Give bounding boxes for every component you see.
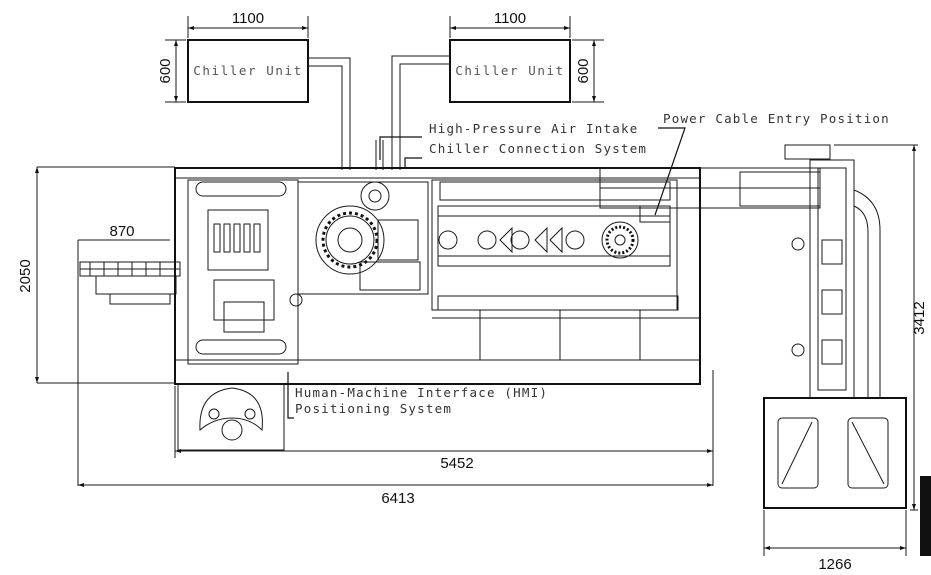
callout-leaders [287, 127, 686, 419]
feeder-module: 870 [77, 223, 181, 486]
chiller-1-width-dim: 1100 [232, 10, 264, 27]
feeder-width-dim: 870 [109, 223, 134, 240]
left-height-dim: 2050 [17, 166, 175, 384]
chiller-pipes [308, 55, 450, 170]
main-length-value: 5452 [440, 455, 473, 472]
chiller-2-width-dim: 1100 [494, 10, 526, 27]
chiller-2-depth-dim: 600 [575, 58, 592, 83]
left-height-value: 2050 [17, 259, 34, 292]
power-cable-callout: Power Cable Entry Position [663, 111, 890, 126]
hmi-callout-line2: Positioning System [295, 401, 452, 416]
chiller-1-depth-dim: 600 [157, 58, 174, 83]
chiller-unit-2: Chiller Unit 1100 600 [449, 10, 604, 103]
chiller-unit-1-label: Chiller Unit [193, 63, 303, 78]
right-height-dim: 3412 [834, 144, 928, 511]
hmi-callout-line1: Human-Machine Interface (HMI) [295, 385, 548, 400]
main-machine [174, 167, 701, 451]
chiller-connection-callout: Chiller Connection System [429, 141, 647, 156]
bottom-cabinet: 1266 [763, 397, 931, 573]
right-height-value: 3412 [911, 301, 928, 334]
conveyor-width-dim: 1266 [818, 556, 851, 573]
chiller-unit-2-label: Chiller Unit [455, 63, 565, 78]
length-dims: 5452 6413 [78, 370, 714, 507]
overall-length-value: 6413 [381, 490, 414, 507]
power-cable-entry [599, 167, 821, 223]
chiller-unit-1: Chiller Unit 1100 600 [157, 10, 309, 103]
air-intake-callout: High-Pressure Air Intake [429, 121, 638, 136]
